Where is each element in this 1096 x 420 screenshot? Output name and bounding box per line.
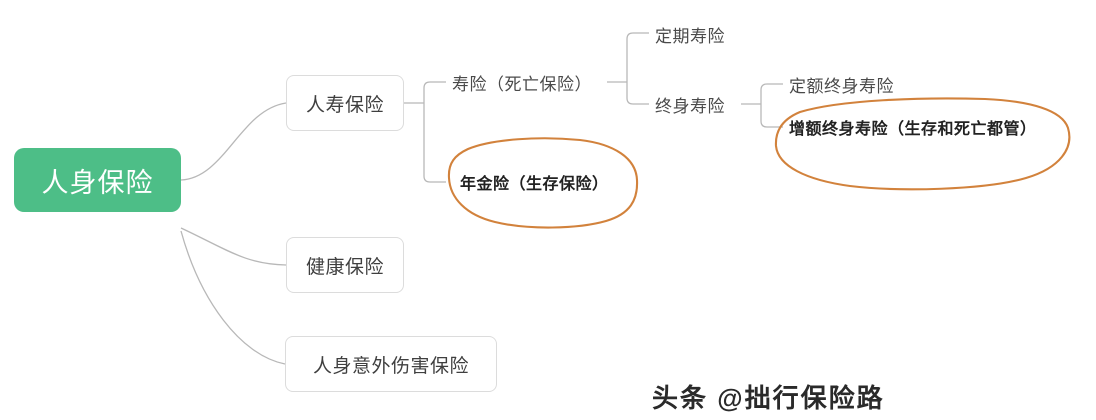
node-term-life-insurance[interactable]: 定期寿险 [655, 20, 765, 48]
node-increasing-whole-life-insurance-label: 增额终身寿险（生存和死亡都管） [789, 121, 1037, 138]
node-health-insurance-label: 健康保险 [305, 256, 384, 278]
node-annuity-survival-insurance-label: 年金险（生存保险） [460, 176, 609, 193]
node-shouxian-death-insurance[interactable]: 寿险（死亡保险） [452, 68, 622, 96]
edge-root-to-life-insurance [180, 102, 287, 181]
node-fixed-whole-life-insurance-label: 定额终身寿险 [789, 76, 894, 96]
node-fixed-whole-life-insurance[interactable]: 定额终身寿险 [789, 70, 939, 98]
edge-root-to-accident-insurance [180, 230, 286, 365]
node-annuity-survival-insurance[interactable]: 年金险（生存保险） [460, 169, 640, 195]
root-node-personal-insurance[interactable]: 人身保险 [14, 148, 181, 212]
highlight-circle-increasing-wholelife [774, 97, 1071, 191]
node-shouxian-death-insurance-label: 寿险（死亡保险） [452, 74, 592, 94]
node-whole-life-insurance-label: 终身寿险 [655, 96, 725, 116]
watermark-text: 头条 @拙行保险路 [652, 383, 885, 413]
node-accident-insurance[interactable]: 人身意外伤害保险 [285, 336, 497, 392]
edge-root-to-health-insurance [180, 227, 287, 266]
node-life-insurance-label: 人寿保险 [305, 94, 384, 116]
node-term-life-insurance-label: 定期寿险 [655, 26, 725, 46]
node-health-insurance[interactable]: 健康保险 [286, 237, 404, 293]
edge-trunk-to-life-sub [423, 81, 446, 183]
node-life-insurance[interactable]: 人寿保险 [286, 75, 404, 131]
node-increasing-whole-life-insurance[interactable]: 增额终身寿险（生存和死亡都管） [789, 114, 1079, 140]
node-accident-insurance-label: 人身意外伤害保险 [312, 355, 469, 377]
edge-trunk-to-shouxian-sub [626, 32, 649, 105]
node-whole-life-insurance[interactable]: 终身寿险 [655, 90, 765, 118]
root-node-label: 人身保险 [41, 167, 154, 198]
